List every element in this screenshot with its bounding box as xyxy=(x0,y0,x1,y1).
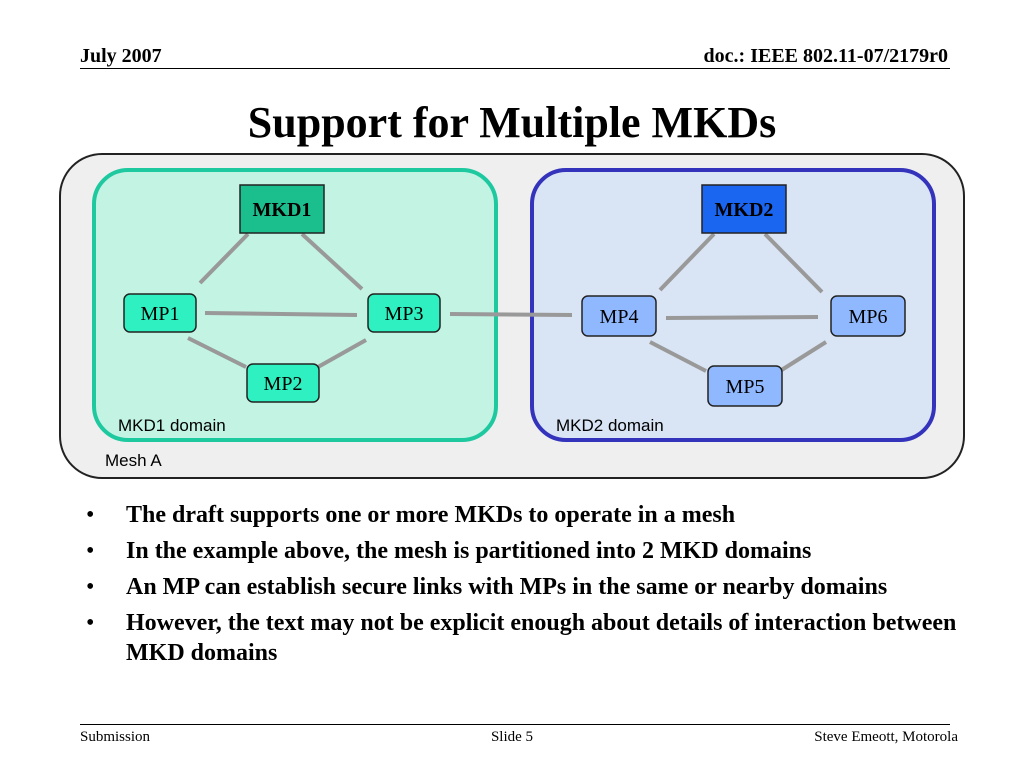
mp2-label: MP2 xyxy=(264,373,303,395)
link-mkd1-mp1 xyxy=(198,232,250,285)
mp2-node xyxy=(246,363,320,403)
mp5-label: MP5 xyxy=(726,376,765,398)
mp6-node xyxy=(830,295,906,337)
mkd2-domain-label: MKD2 domain xyxy=(556,416,664,435)
mp3-node xyxy=(367,293,441,333)
header-date: July 2007 xyxy=(80,45,162,67)
header-rule xyxy=(80,68,950,69)
mkd2-node xyxy=(701,184,787,234)
mp3-label: MP3 xyxy=(385,303,424,325)
mp1-node xyxy=(123,293,197,333)
slide-title: Support for Multiple MKDs xyxy=(247,98,777,147)
link-mp1-mp3 xyxy=(204,311,358,317)
link-mkd2-mp6 xyxy=(763,232,824,294)
link-mp5-mp6 xyxy=(778,340,828,373)
footer-author: Steve Emeott, Motorola xyxy=(814,729,958,745)
mp4-label: MP4 xyxy=(600,306,639,328)
mesh-label: Mesh A xyxy=(105,451,162,470)
footer-rule xyxy=(80,724,950,725)
link-mp1-mp2 xyxy=(187,336,247,369)
bullet-item: •However, the text may not be explicit e… xyxy=(86,610,957,666)
footer-slide-number: Slide 5 xyxy=(490,729,534,745)
link-mp3-mp4 xyxy=(449,312,573,317)
mkd1-domain-box xyxy=(92,168,498,442)
bullet-list: •The draft supports one or more MKDs to … xyxy=(86,500,966,674)
mkd1-node xyxy=(239,184,325,234)
mp5-node xyxy=(707,365,783,407)
bullet-item: •An MP can establish secure links with M… xyxy=(86,574,888,600)
mkd2-label: MKD2 xyxy=(715,199,774,221)
mkd1-domain-label: MKD1 domain xyxy=(118,416,226,435)
mp1-label: MP1 xyxy=(141,303,180,325)
link-mp4-mp5 xyxy=(649,340,707,373)
link-mp2-mp3 xyxy=(317,338,367,369)
mp4-node xyxy=(581,295,657,337)
mesh-diagram: MKD1 MKD2 MP1 MP3 MP2 MP4 MP6 MP5 MKD1 d… xyxy=(59,153,965,479)
link-mkd2-mp4 xyxy=(658,232,716,292)
mkd1-label: MKD1 xyxy=(253,199,312,221)
mkd2-domain-box xyxy=(530,168,936,442)
header-doc-id: doc.: IEEE 802.11-07/2179r0 xyxy=(703,45,948,67)
link-mp4-mp6 xyxy=(665,315,819,320)
bullet-item: •In the example above, the mesh is parti… xyxy=(86,538,812,564)
bullet-item: •The draft supports one or more MKDs to … xyxy=(86,502,736,528)
mp6-label: MP6 xyxy=(849,306,888,328)
footer-submission: Submission xyxy=(80,729,151,745)
link-mkd1-mp3 xyxy=(300,232,364,291)
